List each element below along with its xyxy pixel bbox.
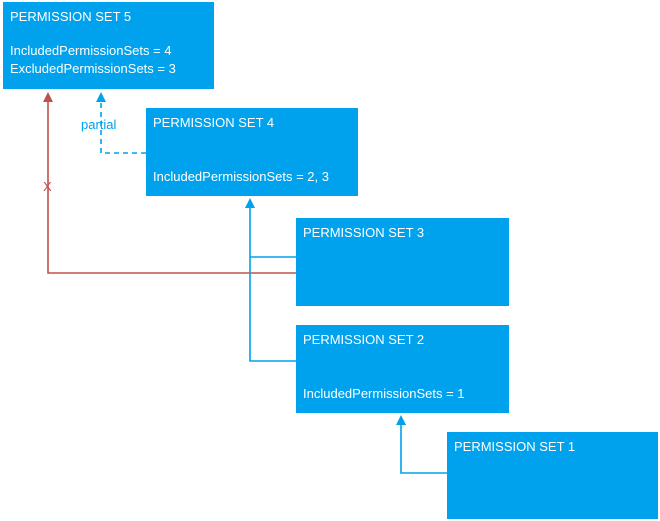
exclude-connector-ps3-to-ps5 — [43, 92, 296, 274]
partial-include-connector-ps4-to-ps5 — [96, 92, 146, 154]
permission-set-5-excluded: ExcludedPermissionSets = 3 — [10, 61, 176, 76]
permission-set-1-title: PERMISSION SET 1 — [454, 439, 576, 454]
include-connector-ps1-to-ps2 — [396, 415, 447, 474]
permission-set-5-included: IncludedPermissionSets = 4 — [10, 43, 172, 58]
include-connector-ps2-to-ps4 — [245, 198, 296, 362]
permission-set-3-title: PERMISSION SET 3 — [303, 225, 425, 240]
permission-set-4-title: PERMISSION SET 4 — [153, 115, 275, 130]
excluded-x-label: X — [43, 179, 52, 194]
permission-set-5-box: PERMISSION SET 5 IncludedPermissionSets … — [3, 2, 214, 89]
permission-set-1-box: PERMISSION SET 1 — [447, 432, 658, 519]
permission-set-4-included: IncludedPermissionSets = 2, 3 — [153, 169, 329, 184]
permission-set-3-box: PERMISSION SET 3 — [296, 218, 509, 306]
permission-set-2-box: PERMISSION SET 2 IncludedPermissionSets … — [296, 325, 509, 413]
permission-set-2-title: PERMISSION SET 2 — [303, 332, 425, 347]
permission-set-4-box: PERMISSION SET 4 IncludedPermissionSets … — [146, 108, 358, 196]
permission-set-5-title: PERMISSION SET 5 — [10, 9, 132, 24]
partial-label: partial — [81, 117, 117, 132]
permission-set-2-included: IncludedPermissionSets = 1 — [303, 386, 465, 401]
